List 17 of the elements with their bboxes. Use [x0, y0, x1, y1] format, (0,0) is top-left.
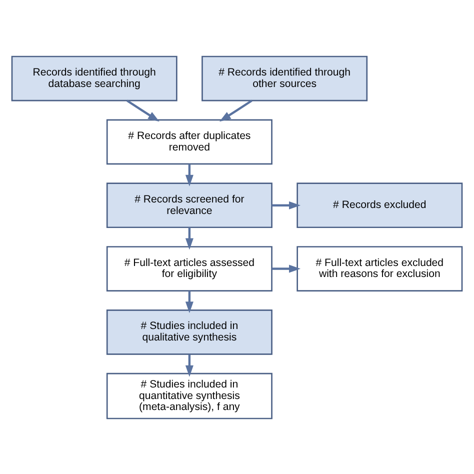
node-box: # Records identified through other sources	[202, 55, 368, 101]
node-box: # Records after duplicates removed	[106, 118, 272, 164]
node-box: # Studies included in qualitative synthesis	[106, 309, 272, 354]
node-box: # Full-text articles assessed for eligibility	[106, 246, 272, 291]
arrow	[185, 164, 194, 186]
node-box: # Records excluded	[296, 182, 463, 228]
node-box: # Studies included in quantitative synthesis (meta-analysis), f any	[106, 372, 272, 419]
node-box: Records identified through database searching	[11, 55, 178, 101]
node-box: # Records screened for relevance	[106, 182, 272, 228]
arrow	[185, 290, 194, 313]
arrow	[185, 354, 194, 376]
arrow	[219, 99, 252, 122]
arrow	[185, 226, 194, 250]
node-box: # Full-text articles excluded with reasons for exclusion	[296, 246, 463, 291]
arrow	[272, 264, 300, 272]
arrow	[272, 200, 300, 209]
arrow	[126, 99, 160, 122]
